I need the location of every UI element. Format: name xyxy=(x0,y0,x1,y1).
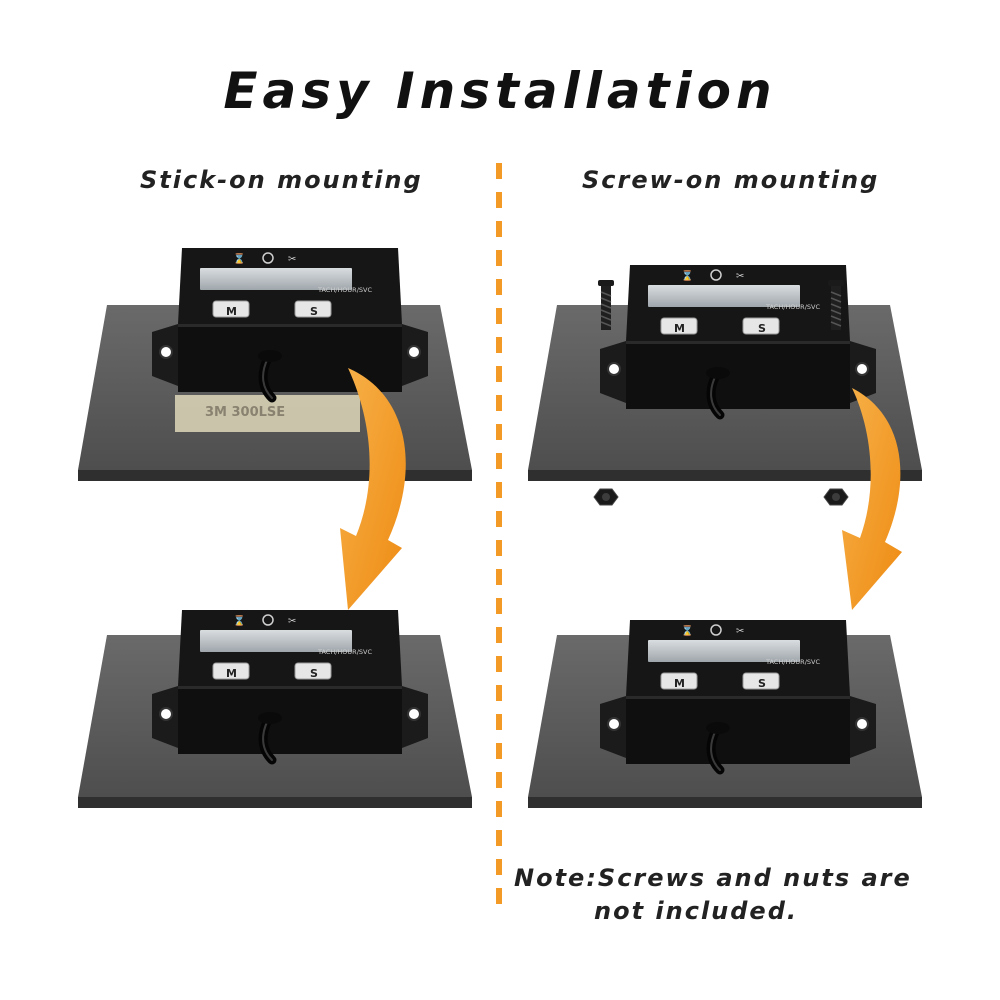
model-label: TACH/HOUR/SVC xyxy=(317,648,372,656)
screw-on-heading: Screw-on mounting xyxy=(582,166,880,194)
m-button-label: M xyxy=(226,305,237,318)
s-button-label: S xyxy=(310,667,318,680)
arrow-down-right xyxy=(842,388,902,610)
s-button-label: S xyxy=(758,322,766,335)
m-button-label: M xyxy=(674,677,685,690)
page-title: Easy Installation xyxy=(223,62,777,120)
m-button-label: M xyxy=(674,322,685,335)
note-text: Note:Screws and nuts are not included. xyxy=(514,862,912,928)
nut-left xyxy=(593,488,619,506)
s-button-label: S xyxy=(758,677,766,690)
note-line-2: not included. xyxy=(594,897,799,925)
model-label: TACH/HOUR/SVC xyxy=(765,658,820,666)
arrow-down-left xyxy=(340,368,406,610)
note-prefix: Note: xyxy=(514,864,598,892)
s-button-label: S xyxy=(310,305,318,318)
tape-label: 3M 300LSE xyxy=(205,405,285,420)
note-line-1: Screws and nuts are xyxy=(597,864,912,892)
adhesive-tape xyxy=(175,395,360,432)
model-label: TACH/HOUR/SVC xyxy=(317,286,372,294)
stick-on-heading: Stick-on mounting xyxy=(140,166,423,194)
dashed-divider xyxy=(496,163,502,913)
nut-right xyxy=(823,488,849,506)
model-label: TACH/HOUR/SVC xyxy=(765,303,820,311)
m-button-label: M xyxy=(226,667,237,680)
